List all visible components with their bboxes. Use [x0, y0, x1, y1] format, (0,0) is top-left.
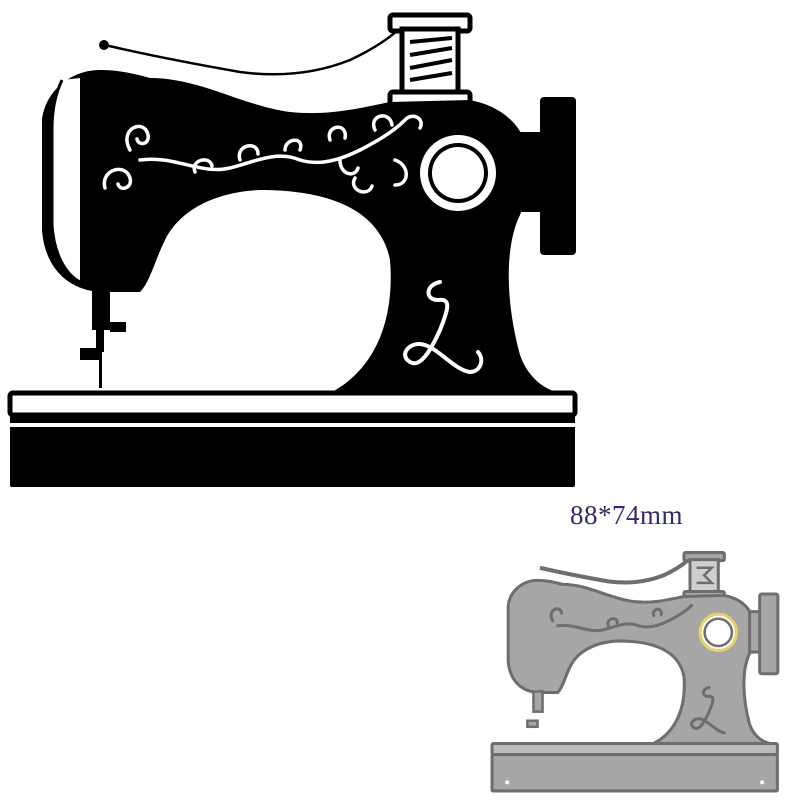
thread-line	[104, 29, 399, 76]
thread-guide	[99, 40, 109, 50]
machine-base	[7, 390, 578, 487]
scroll-decoration	[102, 114, 423, 194]
monogram-l	[403, 280, 484, 375]
face-plate	[52, 78, 80, 282]
needle-assembly	[80, 290, 126, 388]
hand-wheel	[520, 97, 576, 255]
sewing-machine-icon	[490, 551, 780, 793]
size-label: 88*74mm	[570, 500, 684, 530]
sewing-machine-icon	[7, 12, 578, 487]
